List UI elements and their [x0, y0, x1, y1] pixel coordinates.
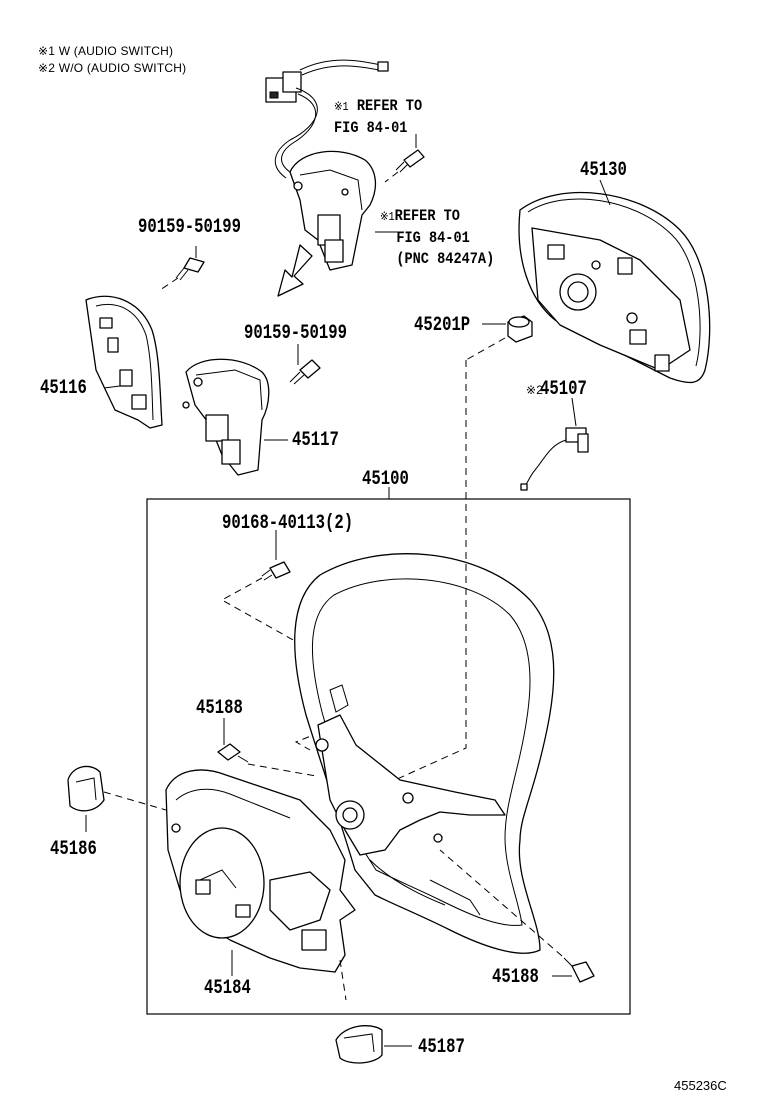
label-45188-b: 45188 — [492, 966, 539, 989]
ref1-line1: REFER TO — [356, 97, 423, 115]
note-1: ※1 W (AUDIO SWITCH) — [38, 44, 173, 58]
steering-wheel-45100 — [294, 553, 555, 954]
reference-callout-1: ※1 REFER TO FIG 84-01 — [334, 96, 422, 139]
ref2-line1: REFER TO — [394, 207, 460, 225]
direction-arrow — [277, 244, 313, 297]
label-45100: 45100 — [362, 468, 409, 491]
note-1-text: W (AUDIO SWITCH) — [58, 44, 174, 58]
ref1-line2: FIG 84-01 — [334, 119, 408, 137]
ref2-mark: ※1 — [380, 210, 395, 224]
label-45117: 45117 — [292, 429, 339, 452]
cap-45187 — [335, 1025, 412, 1064]
cover-45184 — [165, 769, 356, 1001]
screw-45188-top — [217, 718, 317, 777]
cap-45186 — [67, 765, 167, 832]
label-45107-mark: ※2 — [526, 383, 544, 397]
reference-callout-2: ※1REFER TO FIG 84-01 (PNC 84247A) — [380, 206, 494, 270]
label-45116: 45116 — [40, 377, 87, 400]
dashed-guide-nut — [394, 360, 467, 781]
screw-90159-right — [289, 344, 321, 385]
label-90168-40113: 90168-40113(2) — [222, 512, 354, 535]
label-45130: 45130 — [580, 159, 627, 182]
screw-90159-left — [159, 246, 205, 291]
screw-top — [384, 149, 425, 183]
label-45107: 45107 — [540, 378, 587, 401]
label-90159-50199-b: 90159-50199 — [244, 322, 347, 345]
ref2-line3: (PNC 84247A) — [396, 250, 495, 268]
ref1-mark: ※1 — [334, 100, 349, 114]
label-90159-50199-a: 90159-50199 — [138, 216, 241, 239]
cover-45116 — [85, 295, 163, 429]
audio-switch-assembly — [265, 59, 389, 271]
figure-id: 455236C — [674, 1078, 727, 1093]
label-45188-a: 45188 — [196, 697, 243, 720]
label-45201P: 45201P — [414, 314, 471, 337]
airbag-45130 — [518, 179, 711, 384]
note-2-mark: ※2 — [38, 61, 56, 75]
nut-45201P — [465, 315, 533, 361]
label-45186: 45186 — [50, 838, 97, 861]
note-2-text: W/O (AUDIO SWITCH) — [58, 61, 187, 75]
note-1-mark: ※1 — [38, 44, 56, 58]
label-45187: 45187 — [418, 1036, 465, 1059]
bolt-90168 — [220, 530, 402, 751]
leader-45116 — [103, 385, 121, 389]
ref2-line2: FIG 84-01 — [396, 229, 470, 247]
note-2: ※2 W/O (AUDIO SWITCH) — [38, 61, 186, 75]
screw-45188-bottom — [439, 849, 595, 983]
connector-45107 — [520, 397, 589, 491]
switch-45117 — [182, 358, 270, 476]
label-45184: 45184 — [204, 977, 251, 1000]
